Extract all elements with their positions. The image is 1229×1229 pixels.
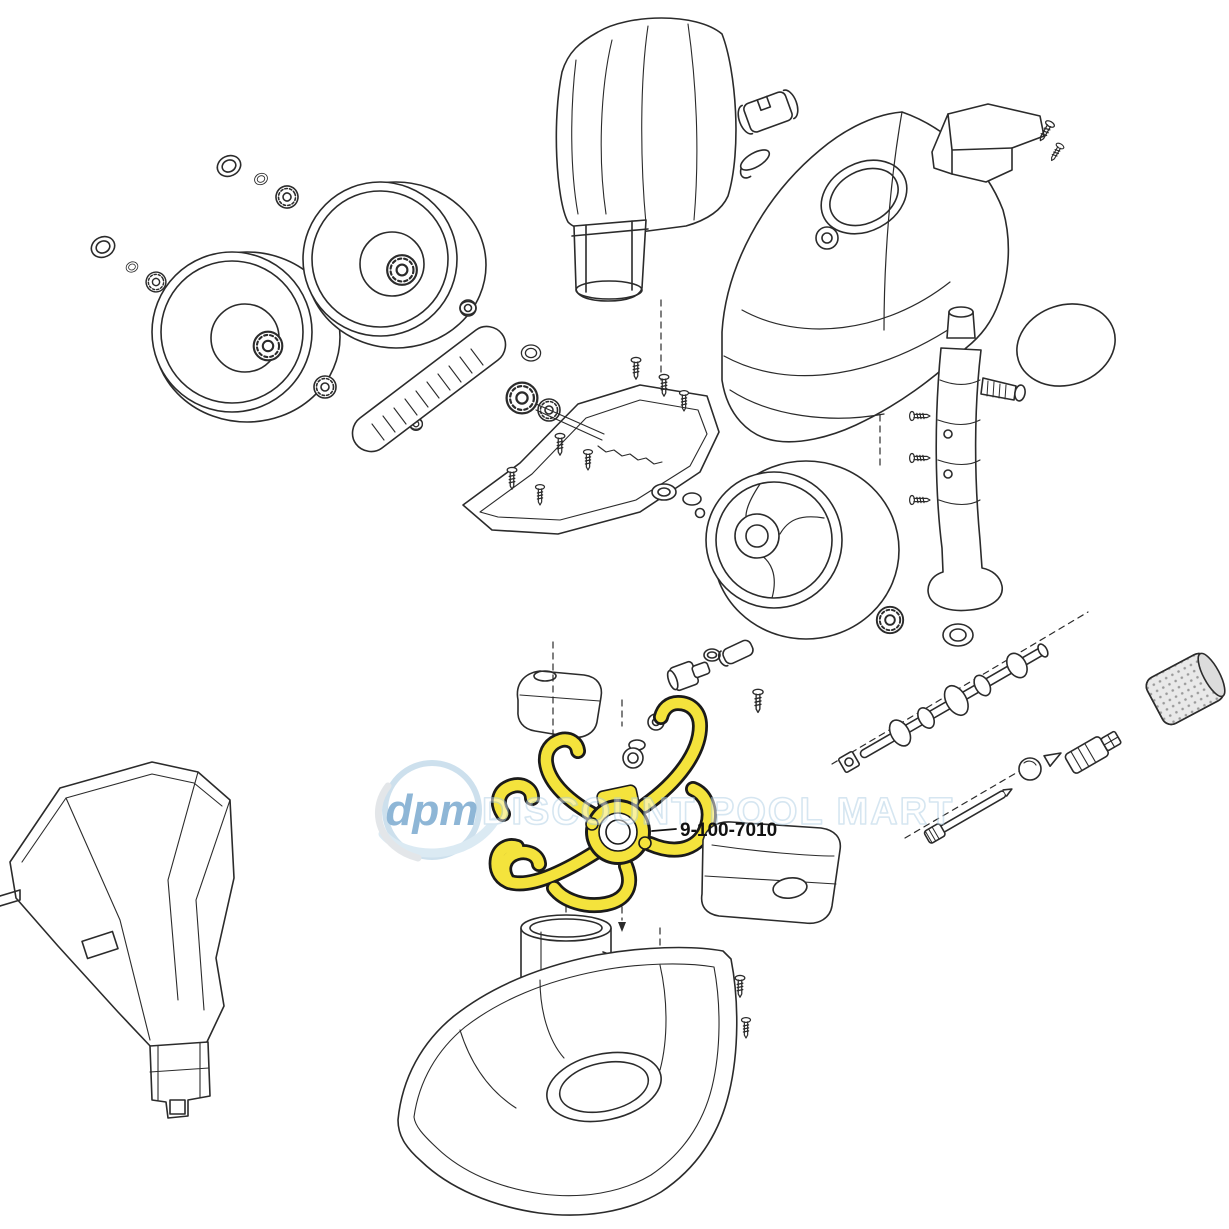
watermark-title: DISCOUNT POOL MART xyxy=(482,791,954,833)
drive-belt xyxy=(351,325,507,453)
highlighted-part xyxy=(488,695,717,914)
top-bracket xyxy=(931,103,1066,183)
watermark-swoosh-gray xyxy=(375,782,422,862)
debris-bag xyxy=(0,761,235,1119)
axle-assembly xyxy=(831,611,1226,844)
rear-wheel xyxy=(705,460,974,647)
part-number-label: 9-100-7010 xyxy=(680,820,777,841)
bottom-housing xyxy=(397,946,752,1216)
watermark-logo-text: dpm xyxy=(386,786,479,835)
small-parts-above-highlight xyxy=(516,639,764,769)
part-callout: 9-100-7010 xyxy=(651,820,777,841)
outlet-tube xyxy=(908,306,1026,612)
side-panel xyxy=(700,821,842,925)
body-shell xyxy=(721,111,1010,469)
watermark: dpm DISCOUNT POOL MART xyxy=(375,760,954,862)
chassis-plate xyxy=(462,299,720,535)
foam-scrubber xyxy=(1145,652,1226,726)
float-egg xyxy=(1016,303,1116,387)
filter-bag xyxy=(555,17,737,302)
hose-float xyxy=(737,89,799,179)
front-wheel-assembly xyxy=(87,151,542,432)
